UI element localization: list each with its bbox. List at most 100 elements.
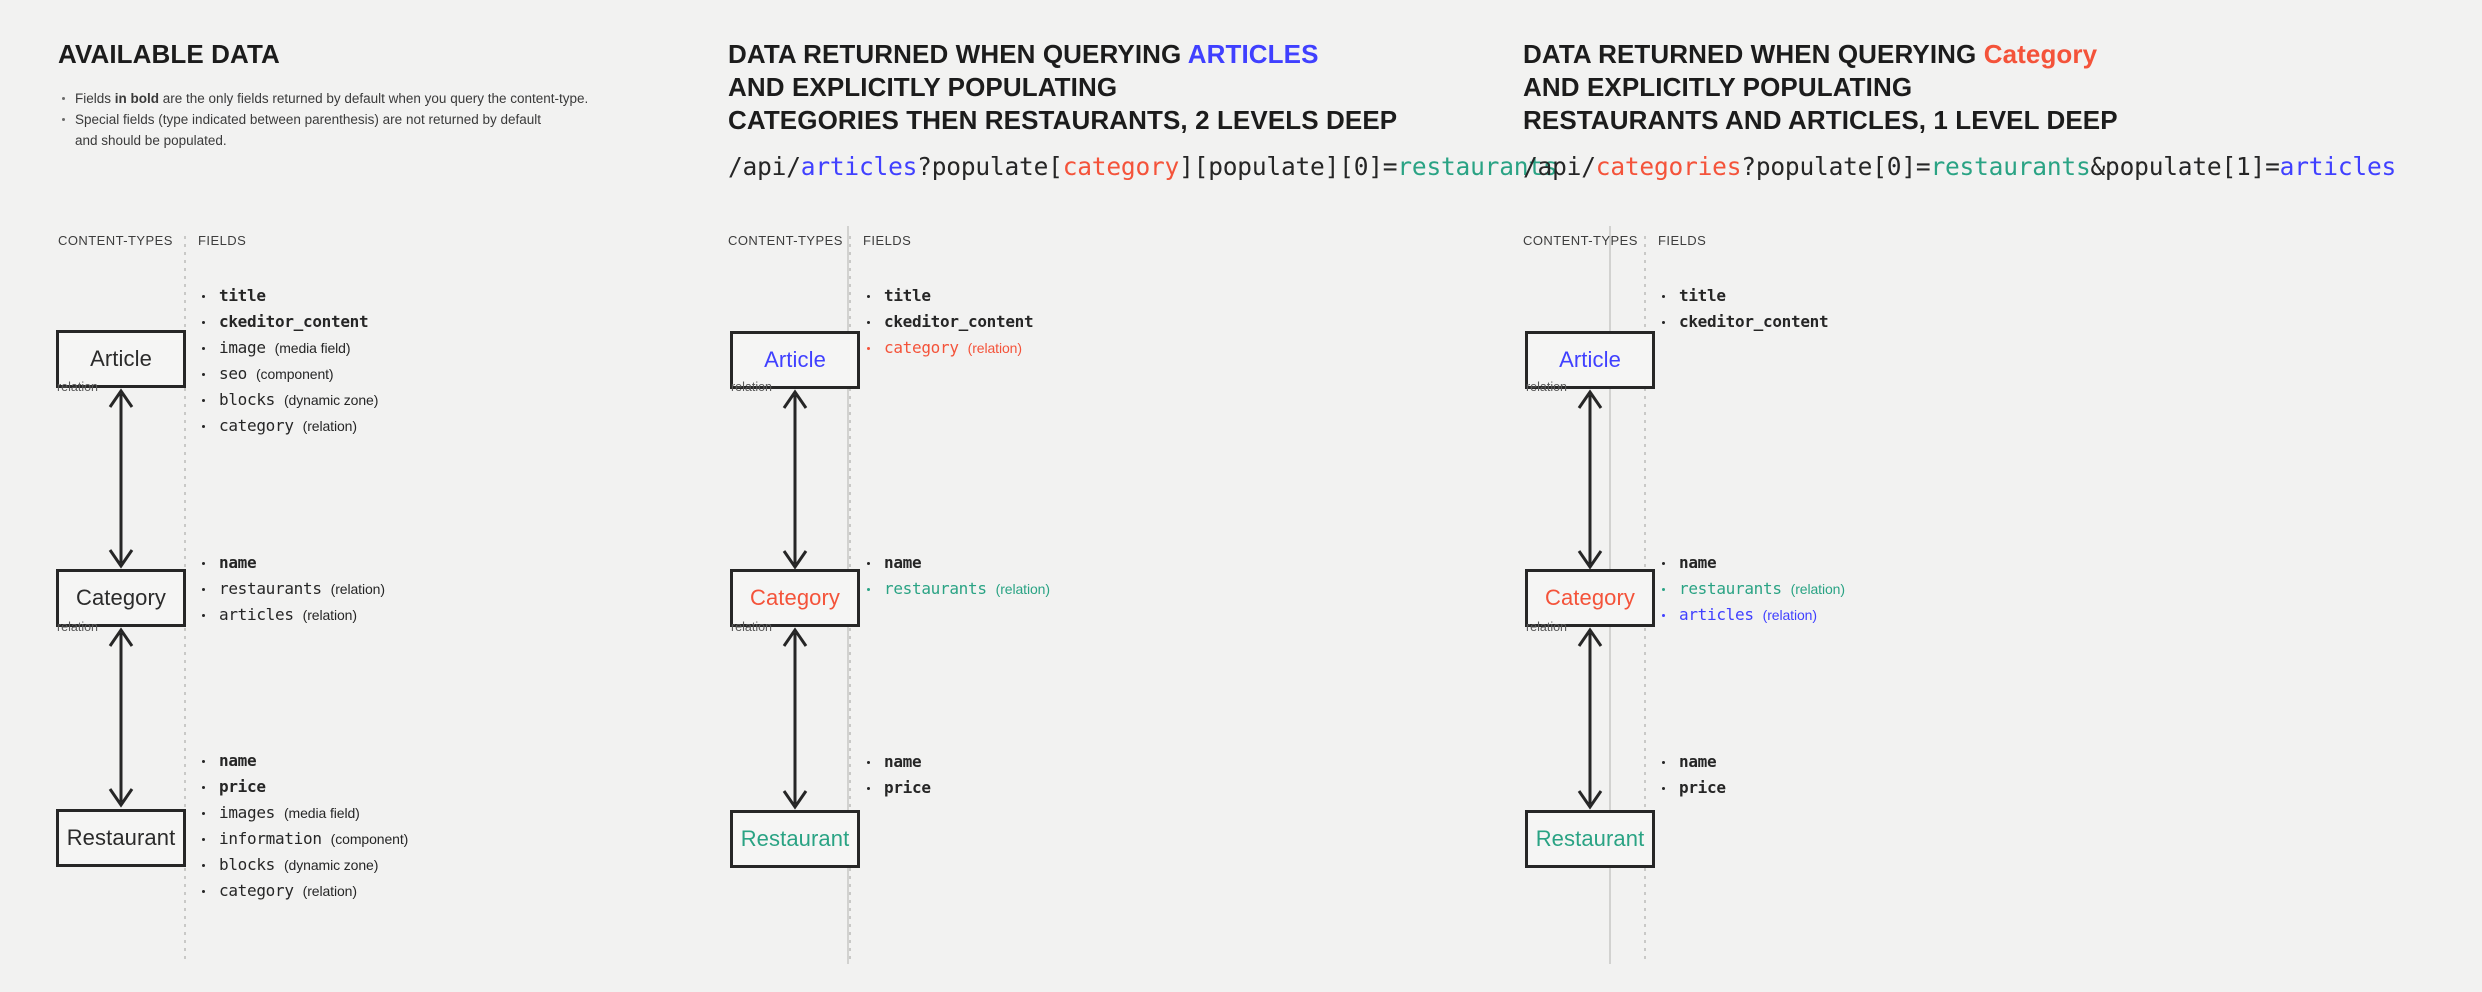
field-list-category: name restaurants(relation) articles(rela… [1658,550,1845,628]
relation-arrow-category-restaurant [1573,627,1607,810]
url-seg: ][populate][0]= [1179,152,1398,181]
legend-text-2: Special fields (type indicated between p… [75,112,542,127]
api-url: /api/categories?populate[0]=restaurants&… [1523,152,2396,182]
field-row: title [863,283,1042,309]
legend-text-post: are the only fields returned by default … [159,91,589,106]
url-seg: ?populate[ [917,152,1063,181]
panel-query-articles: DATA RETURNED WHEN QUERYING ARTICLES AND… [728,0,1611,992]
field-row: articles(relation) [1658,602,1845,628]
url-seg: /api/ [728,152,801,181]
content-type-box-article[interactable]: Article [56,330,186,388]
column-label-content-types: CONTENT-TYPES [58,233,173,248]
legend-bullets: Fields in bold are the only fields retur… [58,88,618,151]
panel-heading: AVAILABLE DATA [58,38,280,71]
field-row: images(media field) [198,800,408,826]
panel-available-data: AVAILABLE DATA Fields in bold are the on… [0,0,849,992]
field-list-restaurant: name price [863,749,940,801]
accent-categories: Category [1983,39,2098,69]
field-row: category(relation) [863,335,1042,361]
field-row: title [198,283,378,309]
field-row: price [198,774,408,800]
content-type-box-restaurant[interactable]: Restaurant [730,810,860,868]
legend-text-bold: in bold [114,91,160,106]
field-row: price [1658,775,1735,801]
url-seg-articles: articles [800,152,918,181]
panel-title-line-1: DATA RETURNED WHEN QUERYING ARTICLES [728,39,1319,69]
field-list-restaurant: name price [1658,749,1735,801]
content-type-box-restaurant[interactable]: Restaurant [56,809,186,867]
field-list-article: title ckeditor_content image(media field… [198,283,378,439]
url-seg-category: category [1062,152,1180,181]
field-row: name [1658,749,1735,775]
field-list-article: title ckeditor_content [1658,283,1837,335]
column-label-fields: FIELDS [198,233,247,248]
field-row: image(media field) [198,335,378,361]
field-row: category(relation) [198,413,378,439]
field-row: restaurants(relation) [1658,576,1845,602]
url-seg-restaurants: restaurants [1397,152,1558,181]
relation-label-2: relation [57,620,98,634]
legend-text-2-cont: and should be populated. [75,133,227,148]
content-type-box-category[interactable]: Category [1525,569,1655,627]
url-seg: ?populate[0]= [1741,152,1931,181]
field-row: category(relation) [198,878,408,904]
column-label-content-types: CONTENT-TYPES [1523,233,1638,248]
field-row: title [1658,283,1837,309]
page-title: AVAILABLE DATA [58,39,280,69]
relation-label-2: relation [731,620,772,634]
relation-arrow-category-restaurant [778,627,812,810]
relation-label-1: relation [1526,380,1567,394]
relation-arrow-article-category [778,389,812,570]
panel-title-line-2: AND EXPLICITLY POPULATING [728,72,1118,102]
relation-label-1: relation [57,380,98,394]
content-type-box-article[interactable]: Article [1525,331,1655,389]
field-row: blocks(dynamic zone) [198,852,408,878]
legend-text-pre: Fields [75,91,115,106]
url-seg: /api/ [1523,152,1596,181]
field-row: name [863,749,940,775]
accent-articles: ARTICLES [1187,39,1319,69]
column-label-fields: FIELDS [863,233,912,248]
content-type-box-category[interactable]: Category [730,569,860,627]
url-seg-restaurants: restaurants [1930,152,2091,181]
panel-title-line-3: CATEGORIES THEN RESTAURANTS, 2 LEVELS DE… [728,105,1398,135]
relation-label-1: relation [731,380,772,394]
field-row: seo(component) [198,361,378,387]
field-row: ckeditor_content [1658,309,1837,335]
field-row: name [863,550,1050,576]
field-row: restaurants(relation) [863,576,1050,602]
panel-title-line-2: AND EXPLICITLY POPULATING [1523,72,1913,102]
field-list-category: name restaurants(relation) articles(rela… [198,550,385,628]
field-row: articles(relation) [198,602,385,628]
panel-title-line-1: DATA RETURNED WHEN QUERYING Category [1523,39,2098,69]
field-row: name [1658,550,1845,576]
content-type-box-restaurant[interactable]: Restaurant [1525,810,1655,868]
api-url: /api/articles?populate[category][populat… [728,152,1558,182]
panel-title-line-3: RESTAURANTS AND ARTICLES, 1 LEVEL DEEP [1523,105,2118,135]
legend-bullet-1: Fields in bold are the only fields retur… [58,88,618,109]
field-row: information(component) [198,826,408,852]
field-row: name [198,748,408,774]
field-row: name [198,550,385,576]
content-type-box-article[interactable]: Article [730,331,860,389]
field-list-article: title ckeditor_content category(relation… [863,283,1042,361]
field-row: ckeditor_content [198,309,378,335]
url-seg: &populate[1]= [2090,152,2280,181]
field-list-restaurant: name price images(media field) informati… [198,748,408,904]
legend-bullet-2: Special fields (type indicated between p… [58,109,618,151]
relation-arrow-category-restaurant [104,627,138,808]
field-list-category: name restaurants(relation) [863,550,1050,602]
field-row: restaurants(relation) [198,576,385,602]
field-row: ckeditor_content [863,309,1042,335]
url-seg-articles: articles [2279,152,2397,181]
field-row: blocks(dynamic zone) [198,387,378,413]
panel-heading: DATA RETURNED WHEN QUERYING Category AND… [1523,38,2118,137]
content-type-box-category[interactable]: Category [56,569,186,627]
field-row: price [863,775,940,801]
panel-heading: DATA RETURNED WHEN QUERYING ARTICLES AND… [728,38,1397,137]
relation-label-2: relation [1526,620,1567,634]
relation-arrow-article-category [104,388,138,569]
url-seg-categories: categories [1595,152,1742,181]
panel-query-categories: DATA RETURNED WHEN QUERYING Category AND… [1523,0,2482,992]
column-label-content-types: CONTENT-TYPES [728,233,843,248]
